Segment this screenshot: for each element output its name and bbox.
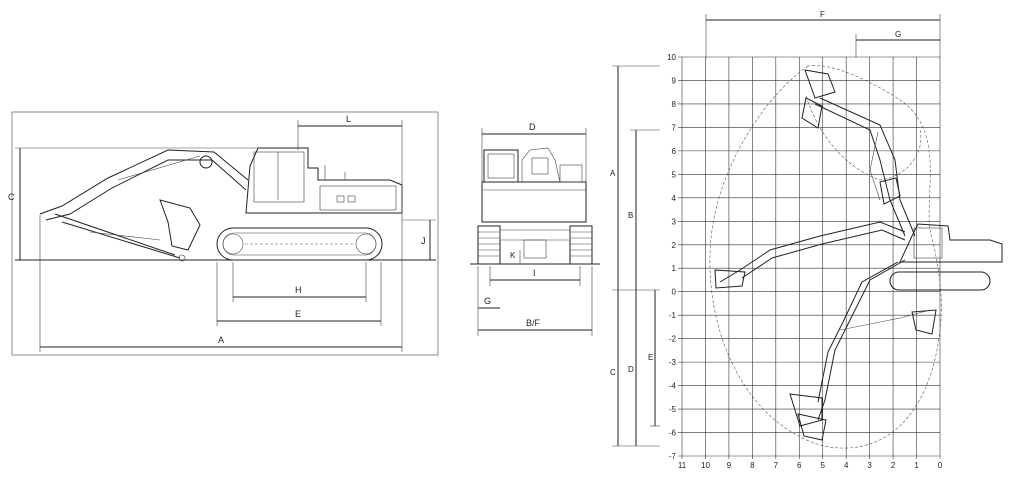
y-tick-label: 9 <box>672 76 677 85</box>
dim-D-label: D <box>529 122 536 132</box>
y-tick-label: -5 <box>669 405 677 414</box>
cab <box>253 151 305 203</box>
crawler-track <box>216 227 383 261</box>
boom-arm <box>39 149 249 262</box>
y-tick-label: -4 <box>669 382 677 391</box>
upper-structure <box>245 147 403 214</box>
x-tick-label: 6 <box>797 461 802 470</box>
dim-E-label: E <box>295 309 301 319</box>
dim-BF-label: B/F <box>526 318 541 328</box>
y-tick-label: 3 <box>672 217 677 226</box>
x-tick-label: 9 <box>727 461 732 470</box>
x-tick-label: 5 <box>821 461 826 470</box>
dim-D-chart-label: D <box>628 365 634 374</box>
y-tick-label: 1 <box>672 264 677 273</box>
dim-C-chart-label: C <box>610 368 616 377</box>
range-grid <box>678 56 941 459</box>
dim-G-chart-label: G <box>895 30 901 39</box>
dim-K-label: K <box>510 251 516 260</box>
y-tick-label: 5 <box>672 170 677 179</box>
y-tick-label: -2 <box>669 335 677 344</box>
x-tick-label: 4 <box>844 461 849 470</box>
dim-F-label: F <box>820 10 825 19</box>
chart-machine <box>889 223 1003 291</box>
arm-positions <box>714 69 937 441</box>
dim-A-chart-label: A <box>610 169 616 178</box>
x-tick-label: 7 <box>774 461 779 470</box>
y-tick-label: 10 <box>667 53 676 62</box>
dim-I-label: I <box>533 268 536 278</box>
bucket <box>159 199 201 251</box>
digging-envelope <box>709 65 942 449</box>
chart-dimensions: F G A C B D E <box>610 10 941 447</box>
side-view: A E H C J L <box>8 111 439 356</box>
y-tick-label: -6 <box>669 429 677 438</box>
y-tick-label: 7 <box>672 123 677 132</box>
x-tick-label: 2 <box>891 461 896 470</box>
x-tick-label: 1 <box>914 461 919 470</box>
dim-C-label: C <box>8 192 15 202</box>
y-tick-label: 6 <box>672 147 677 156</box>
y-tick-label: 2 <box>672 241 677 250</box>
x-tick-label: 0 <box>938 461 943 470</box>
y-tick-label: 8 <box>672 100 677 109</box>
y-tick-label: -7 <box>669 452 677 461</box>
x-tick-label: 3 <box>867 461 872 470</box>
x-tick-label: 8 <box>750 461 755 470</box>
side-view-frame <box>11 111 439 356</box>
front-view: D I G B/F K <box>470 122 600 336</box>
front-cab <box>483 149 519 183</box>
y-tick-label: 4 <box>672 194 677 203</box>
dim-G-label: G <box>484 296 491 306</box>
x-tick-label: 11 <box>678 461 687 470</box>
dim-E-chart-label: E <box>648 353 653 362</box>
dim-J-label: J <box>421 236 426 246</box>
dim-A-label: A <box>218 335 224 345</box>
dim-L-label: L <box>346 114 351 124</box>
dim-B-chart-label: B <box>628 211 633 220</box>
y-tick-label: 0 <box>672 288 677 297</box>
y-tick-label: -3 <box>669 358 677 367</box>
dim-H-label: H <box>295 285 302 295</box>
side-dimensions: A E H C J L <box>8 114 436 352</box>
y-tick-label: -1 <box>669 311 677 320</box>
x-tick-label: 10 <box>701 461 710 470</box>
